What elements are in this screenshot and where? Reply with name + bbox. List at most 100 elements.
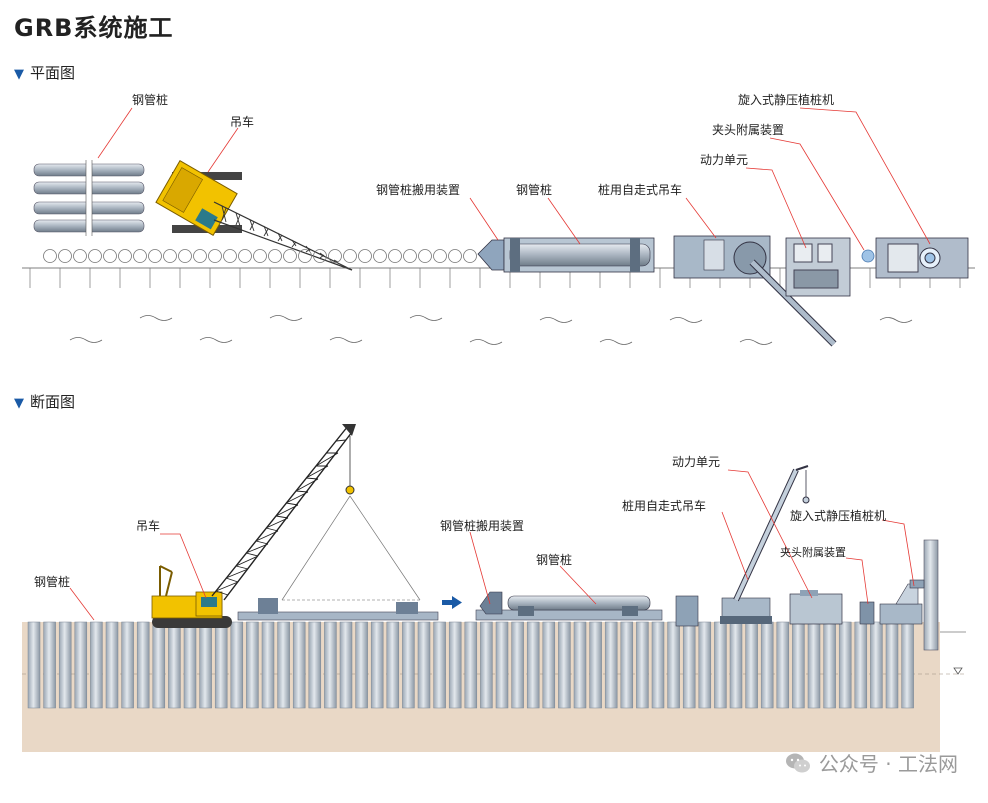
section-pile (230, 621, 244, 709)
section-pile (636, 621, 649, 709)
section-heading: ▼ 断面图 (14, 391, 75, 412)
section-view: 钢管桩 吊车 钢管桩搬用装置 钢管桩 桩用自走式吊车 动力单元 旋入式静压植桩机… (22, 424, 966, 752)
section-pile (885, 621, 899, 709)
wechat-icon (785, 753, 810, 772)
section-pile (480, 621, 493, 709)
section-pile (199, 621, 212, 709)
plan-heading-text: 平面图 (30, 64, 76, 82)
water-level-icon (953, 667, 963, 675)
plan-power-unit (785, 237, 851, 297)
section-pile (277, 621, 290, 709)
section-label-crane: 吊车 (136, 518, 160, 533)
section-pile (745, 621, 758, 709)
section-pile (542, 621, 556, 709)
section-pile (620, 621, 634, 709)
section-pile (417, 621, 431, 709)
section-pile (558, 621, 571, 709)
section-pile (183, 621, 197, 709)
section-pile (495, 621, 509, 709)
section-pile (901, 621, 914, 709)
section-pile (324, 621, 337, 709)
section-label-self-crane: 桩用自走式吊车 (622, 498, 706, 513)
section-pile (838, 621, 852, 709)
plan-handling-device (477, 237, 655, 273)
triangle-down-icon: ▼ (14, 396, 24, 411)
section-pile (729, 621, 743, 709)
section-pile (152, 621, 166, 709)
section-pile (370, 621, 384, 709)
plan-label-clamp: 夹头附属装置 (712, 123, 784, 137)
section-pile (573, 621, 587, 709)
section-pile (807, 621, 821, 709)
section-pile (526, 621, 540, 709)
section-crane (151, 424, 421, 628)
section-label-press-machine: 旋入式静压植桩机 (790, 508, 886, 523)
watermark-text: 公众号 · 工法网 (818, 752, 958, 776)
plan-label-press-machine: 旋入式静压植桩机 (738, 92, 834, 107)
section-pile (292, 621, 306, 709)
plan-view: 钢管桩 吊车 钢管桩搬用装置 钢管桩 桩用自走式吊车 动力单元 夹头附属装置 旋… (22, 92, 975, 347)
section-pile (667, 621, 680, 709)
section-label-handling-device: 钢管桩搬用装置 (440, 518, 524, 533)
section-pile (402, 621, 415, 709)
section-pile (589, 621, 602, 709)
section-pile (136, 621, 150, 709)
plan-label-steel-pile-stack: 钢管桩 (132, 92, 168, 107)
section-pile (433, 621, 446, 709)
section-rail (237, 598, 663, 621)
plan-label-crane: 吊车 (230, 114, 254, 129)
section-pile (168, 621, 181, 709)
section-pile (823, 621, 836, 709)
plan-label-power-unit: 动力单元 (700, 153, 748, 167)
plan-heading: ▼ 平面图 (14, 62, 75, 83)
section-label-steel-pile-row: 钢管桩 (34, 574, 70, 589)
section-pile (121, 621, 134, 709)
direction-arrow-icon (442, 596, 462, 609)
section-pile (792, 621, 805, 709)
plan-pipe-stack (33, 160, 145, 236)
plan-label-steel-pile: 钢管桩 (516, 182, 552, 197)
section-tall-pile (923, 539, 939, 651)
plan-label-self-crane: 桩用自走式吊车 (598, 182, 682, 197)
section-pile (651, 621, 665, 709)
section-label-clamp: 夹头附属装置 (780, 545, 846, 559)
section-pile (105, 621, 119, 709)
plan-water-waves (69, 315, 913, 345)
section-pile (464, 621, 478, 709)
section-pile (604, 621, 618, 709)
section-pile (90, 621, 103, 709)
section-pile (698, 621, 712, 709)
section-pile (246, 621, 259, 709)
section-label-steel-pile: 钢管桩 (536, 552, 572, 567)
section-pile (261, 621, 275, 709)
plan-press-machine (875, 237, 969, 279)
plan-pile-circles (43, 249, 875, 263)
watermark: 公众号 · 工法网 (785, 748, 958, 777)
section-pile (714, 621, 727, 709)
section-pile-row (27, 621, 914, 709)
section-clamp (859, 601, 875, 625)
section-pile (74, 621, 88, 709)
triangle-down-icon: ▼ (14, 67, 24, 82)
section-pile (870, 621, 883, 709)
section-pile (355, 621, 368, 709)
section-label-power-unit: 动力单元 (672, 455, 720, 469)
section-pile (448, 621, 462, 709)
plan-crane (155, 160, 353, 271)
section-pile (27, 621, 41, 709)
section-pile (308, 621, 322, 709)
section-pile (214, 621, 228, 709)
section-heading-text: 断面图 (30, 393, 76, 411)
section-pile (339, 621, 353, 709)
section-pile (760, 621, 774, 709)
section-handling-device (479, 591, 651, 616)
section-pile (43, 621, 56, 709)
section-self-crane (675, 465, 810, 627)
section-press-machine (879, 579, 925, 625)
section-pile (854, 621, 868, 709)
plan-self-crane (673, 235, 837, 347)
section-pile (386, 621, 400, 709)
plan-label-handling-device: 钢管桩搬用装置 (376, 182, 460, 197)
page-title: GRB系统施工 (14, 14, 174, 42)
